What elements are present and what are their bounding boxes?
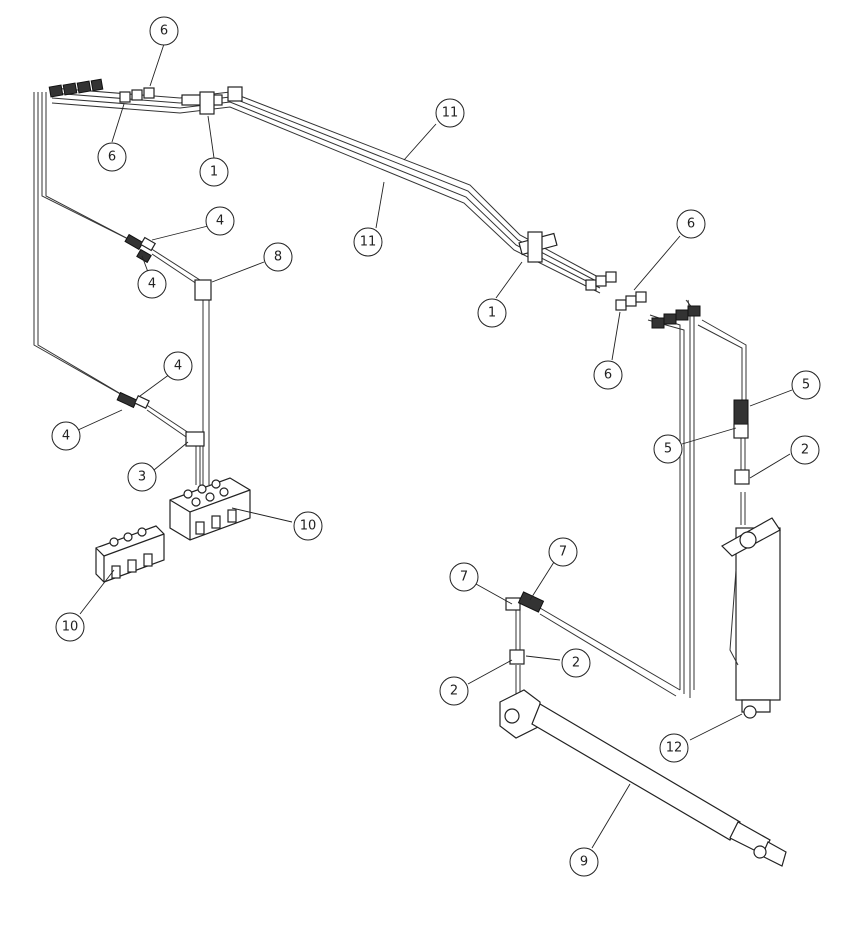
callout-balloon: 5	[653, 434, 683, 464]
fittings-cylinder-top	[733, 399, 750, 485]
callout-label: 12	[666, 741, 683, 756]
clamp-top-left	[181, 86, 243, 115]
callout-balloon: 6	[676, 209, 706, 239]
callout-label: 2	[572, 656, 580, 671]
callout-balloon: 10	[55, 612, 85, 642]
callout-balloon: 2	[439, 676, 469, 706]
callout-balloon: 7	[548, 537, 578, 567]
hose-cylinder-feed	[697, 319, 747, 525]
callout-balloon: 4	[137, 269, 167, 299]
hydraulic-cylinder-upright	[721, 517, 781, 719]
callout-label: 2	[450, 684, 458, 699]
fittings-left-lower	[116, 391, 205, 447]
fittings-bottom	[505, 591, 545, 665]
callout-balloon: 6	[97, 142, 127, 172]
callout-label: 9	[580, 855, 588, 870]
callout-label: 11	[442, 106, 459, 121]
callout-balloon: 6	[149, 16, 179, 46]
control-valve-left	[95, 525, 165, 583]
callout-label: 4	[62, 429, 70, 444]
callout-label: 4	[216, 214, 224, 229]
callout-label: 6	[108, 150, 116, 165]
callout-balloon: 12	[659, 733, 689, 763]
hose-bundle-top	[51, 87, 601, 294]
callout-label: 10	[62, 620, 79, 635]
hose-left-upper-run	[149, 247, 201, 287]
callout-label: 5	[664, 442, 672, 457]
callout-label: 5	[802, 378, 810, 393]
leader-lines	[77, 43, 793, 849]
callout-balloon: 11	[353, 227, 383, 257]
callout-balloon: 4	[205, 206, 235, 236]
callout-label: 8	[274, 250, 282, 265]
clamp-mid-right	[518, 231, 558, 263]
hose-left-lower-run	[144, 403, 193, 442]
callout-label: 6	[687, 217, 695, 232]
callout-label: 11	[360, 235, 377, 250]
callout-balloon: 2	[561, 648, 591, 678]
callout-label: 6	[604, 368, 612, 383]
control-valve-right	[169, 477, 251, 541]
callout-label: 4	[148, 277, 156, 292]
callout-label: 10	[300, 519, 317, 534]
callout-label: 1	[210, 165, 218, 180]
hose-valve-feed	[195, 300, 210, 485]
callout-balloon: 10	[293, 511, 323, 541]
callout-balloon: 2	[790, 435, 820, 465]
union-top-left	[119, 87, 155, 103]
callout-balloon: 11	[435, 98, 465, 128]
hose-bottom-diagonal	[515, 607, 681, 700]
callout-balloon: 4	[163, 351, 193, 381]
callout-label: 3	[138, 470, 146, 485]
callout-balloon: 8	[263, 242, 293, 272]
hydraulic-cylinder-boom	[499, 689, 787, 867]
callout-label: 2	[801, 443, 809, 458]
callout-label: 7	[559, 545, 567, 560]
callout-balloon: 3	[127, 462, 157, 492]
callout-label: 4	[174, 359, 182, 374]
callout-balloon: 7	[449, 562, 479, 592]
hose-left-vertical	[33, 92, 135, 398]
callout-balloon: 6	[593, 360, 623, 390]
callout-balloon: 5	[791, 370, 821, 400]
callout-label: 6	[160, 24, 168, 39]
callout-label: 7	[460, 570, 468, 585]
hose-right-vertical	[647, 299, 695, 698]
callout-balloon: 9	[569, 847, 599, 877]
fittings-right-ends	[585, 271, 701, 329]
fittings-left-upper	[124, 233, 212, 301]
callout-balloon: 1	[477, 298, 507, 328]
callout-balloon: 4	[51, 421, 81, 451]
fittings-top-left	[48, 78, 104, 98]
callout-label: 1	[488, 306, 496, 321]
callout-balloon: 1	[199, 157, 229, 187]
